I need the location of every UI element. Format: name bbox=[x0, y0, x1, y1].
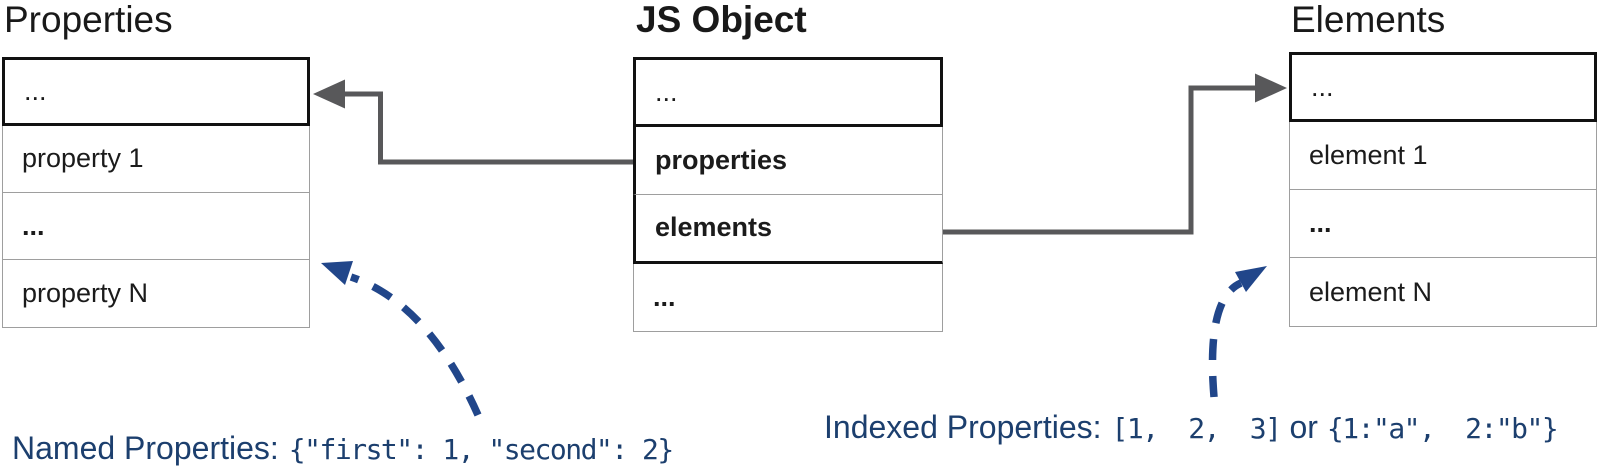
cell-text: properties bbox=[655, 144, 788, 175]
properties-arrow-line bbox=[344, 91, 633, 165]
table-row: ... bbox=[633, 57, 943, 127]
indexed-properties-annotation: Indexed Properties: [1, 2, 3]or{1:"a", 2:… bbox=[824, 408, 1559, 448]
named-note-arrowhead-icon bbox=[321, 261, 353, 285]
indexed-properties-label: Indexed Properties: bbox=[824, 409, 1102, 445]
cell-text: ... bbox=[1309, 208, 1332, 239]
cell-text: elements bbox=[655, 212, 773, 243]
cell-text: ... bbox=[655, 76, 678, 107]
table-row: ... bbox=[1289, 52, 1597, 122]
cell-text: ... bbox=[24, 76, 47, 106]
cell-text: ... bbox=[653, 281, 676, 312]
cell-text: ... bbox=[22, 210, 45, 241]
elements-title: Elements bbox=[1291, 0, 1446, 40]
js-object-title: JS Object bbox=[636, 0, 807, 40]
cell-text: ... bbox=[1311, 71, 1334, 102]
elements-arrowhead-icon bbox=[1255, 73, 1287, 103]
indexed-note-dashed-arrow-line bbox=[1208, 279, 1243, 398]
properties-title: Properties bbox=[4, 0, 173, 40]
cell-text: property 1 bbox=[22, 143, 144, 174]
table-row: element N bbox=[1289, 257, 1597, 328]
table-row: element 1 bbox=[1289, 120, 1597, 191]
table-row-elements: elements bbox=[633, 193, 943, 264]
elements-table: ... element 1 ... element N bbox=[1289, 52, 1597, 328]
table-row: ... bbox=[633, 262, 943, 333]
cell-text: property N bbox=[22, 278, 149, 309]
indexed-array-code: [1, 2, 3] bbox=[1111, 412, 1282, 445]
table-row: ... bbox=[1289, 188, 1597, 259]
properties-arrowhead-icon bbox=[313, 79, 345, 109]
table-row: property 1 bbox=[2, 124, 310, 194]
js-object-table: ... properties elements ... bbox=[633, 57, 943, 333]
named-properties-label: Named Properties: bbox=[12, 430, 279, 466]
indexed-note-arrowhead-icon bbox=[1235, 266, 1267, 292]
table-row: ... bbox=[2, 57, 310, 126]
indexed-or-text: or bbox=[1289, 409, 1318, 445]
table-row: property N bbox=[2, 259, 310, 329]
named-properties-code: {"first": 1, "second": 2} bbox=[288, 433, 674, 466]
named-properties-annotation: Named Properties: {"first": 1, "second": … bbox=[12, 429, 674, 467]
table-row-properties: properties bbox=[633, 125, 943, 196]
cell-text: element N bbox=[1309, 276, 1433, 307]
named-note-dashed-arrow-line bbox=[349, 273, 482, 417]
elements-arrow-line bbox=[943, 85, 1258, 235]
properties-table: ... property 1 ... property N bbox=[2, 57, 310, 329]
table-row: ... bbox=[2, 191, 310, 261]
indexed-object-code: {1:"a", 2:"b"} bbox=[1326, 412, 1559, 445]
cell-text: element 1 bbox=[1309, 139, 1428, 170]
